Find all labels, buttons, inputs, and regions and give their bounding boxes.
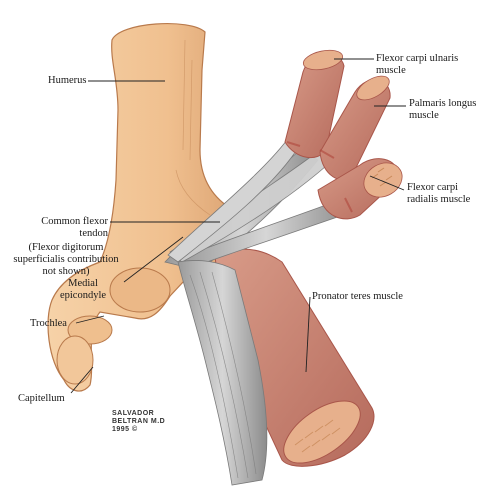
signature-line2: BELTRAN M.D [112, 418, 166, 425]
label-fcu-line1: Flexor carpi ulnaris [376, 53, 459, 64]
medial-epicondyle-leader [123, 236, 184, 283]
label-fcu: Flexor carpi ulnaris muscle [376, 53, 458, 77]
pronator-cut-end [283, 400, 361, 464]
label-fcr-line1: Flexor carpi [407, 182, 459, 193]
label-common-flexor-line2: tendon [79, 228, 108, 239]
label-palmaris-line2: muscle [409, 110, 439, 121]
label-trochlea: Trochlea [30, 318, 67, 329]
label-palmaris-line1: Palmaris longus [409, 98, 477, 109]
label-note-line3: not shown) [42, 266, 90, 277]
pronator-leader [305, 296, 311, 373]
capitellum-shape [56, 335, 94, 385]
label-common-flexor-line1: Common flexor [41, 216, 108, 227]
trochlea-leader [75, 315, 105, 324]
forearm-tendon-sheet [177, 260, 268, 486]
signature-line1: SALVADOR [112, 410, 155, 417]
label-medial-epicondyle-line1: Medial [68, 278, 98, 289]
label-medial-epicondyle: Medial epicondyle [44, 278, 122, 302]
label-note-line2: superficialis contribution [13, 254, 119, 265]
label-fcr: Flexor carpi radialis muscle [407, 182, 470, 206]
fcr-leader [369, 175, 405, 191]
label-pronator-teres: Pronator teres muscle [312, 291, 403, 302]
label-fcu-line2: muscle [376, 65, 406, 76]
label-common-flexor: Common flexor tendon [40, 216, 108, 240]
label-medial-epicondyle-line2: epicondyle [59, 290, 107, 301]
label-note-line1: (Flexor digitorum [28, 242, 104, 253]
artist-signature: SALVADOR BELTRAN M.D 1995 © [112, 410, 165, 434]
label-palmaris: Palmaris longus muscle [409, 98, 476, 122]
label-capitellum: Capitellum [18, 393, 65, 404]
signature-line3: 1995 © [112, 426, 138, 433]
fcr-cut-end [363, 162, 403, 198]
capitellum-leader [70, 366, 94, 394]
label-fcr-line2: radialis muscle [407, 194, 471, 205]
leader-lines [70, 58, 406, 394]
medial-epicondyle-shape [109, 267, 171, 313]
label-fds-note: (Flexor digitorum superficialis contribu… [4, 242, 128, 278]
label-humerus: Humerus [48, 75, 87, 86]
